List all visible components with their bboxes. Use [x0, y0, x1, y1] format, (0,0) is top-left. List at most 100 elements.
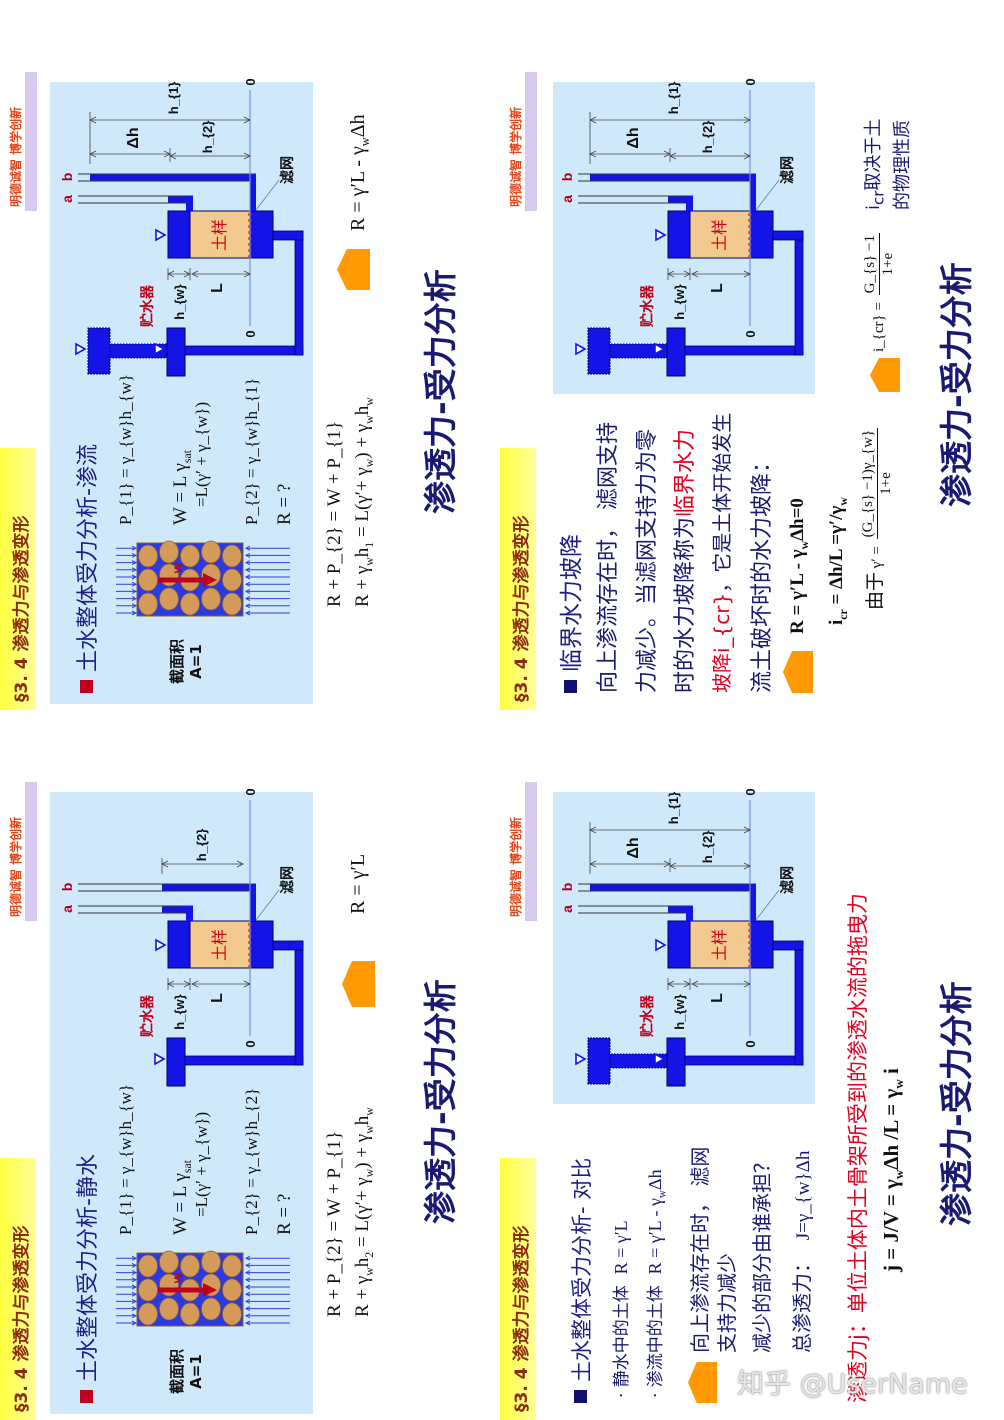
l-dimension-arrow-icon: [191, 270, 199, 278]
big-title: 渗透力-受力分析: [421, 979, 460, 1224]
weight-label: W: [173, 1272, 185, 1283]
arrowhead-icon: [244, 1291, 251, 1297]
filter-leader-line: [755, 889, 780, 921]
soil-particle: [222, 1278, 242, 1302]
piezometer-b-label: b: [59, 883, 75, 892]
hw-dimension-arrow-icon: [667, 270, 675, 278]
water-level-triangle-icon: [75, 342, 87, 356]
datum-label-right: 0: [743, 788, 758, 795]
soil-particle: [138, 1302, 158, 1326]
slide-seepage-analysis: §3. 4 渗透力与渗透变形 明德诚智 博学创新 土水整体受力分析-渗流 截面积…: [0, 0, 500, 710]
h1-dimension-arrow-icon: [89, 116, 97, 124]
h2-label: h_{2}: [194, 829, 209, 862]
slide-hydrostatic-analysis: §3. 4 渗透力与渗透变形 明德诚智 博学创新 土水整体受力分析-静水 截面积…: [0, 710, 500, 1420]
piezometer-a-connector: [186, 196, 193, 211]
upper-reservoir: [87, 327, 111, 375]
soil-particle: [180, 592, 200, 616]
piezometer-b-connector: [250, 884, 256, 921]
supply-pipe: [772, 230, 804, 241]
arrowhead-icon: [131, 1277, 138, 1283]
soil-particle: [138, 544, 158, 568]
arrowhead-icon: [131, 560, 138, 566]
reservoir-label: 贮水器: [139, 994, 155, 1038]
hw-dimension-arrow-icon: [683, 980, 691, 988]
soil-sample-label: 土样: [211, 219, 229, 251]
hw-label: h_{w}: [172, 284, 187, 319]
soil-particle: [222, 1302, 242, 1326]
datum-label-right: 0: [743, 78, 758, 85]
upper-reservoir: [587, 1037, 611, 1085]
piezometer-a-label: a: [59, 195, 75, 203]
arrowhead-icon: [244, 596, 251, 602]
supply-pipe: [184, 1055, 304, 1066]
l-dimension-arrow-icon: [691, 980, 699, 988]
dh-label: Δh: [625, 837, 642, 858]
dh-dimension-arrow-icon: [663, 860, 671, 868]
dh-dimension-arrow-icon: [589, 860, 597, 868]
arrowhead-icon: [131, 1255, 138, 1261]
water-level-triangle-icon: [575, 1052, 587, 1066]
hw-dimension-arrow-icon: [167, 980, 175, 988]
arrowhead-icon: [131, 1291, 138, 1297]
h2-label: h_{2}: [700, 121, 715, 154]
h2-dimension-arrow-icon: [161, 860, 169, 868]
soil-particle: [222, 544, 242, 568]
soil-element-figure: W: [116, 540, 290, 617]
soil-particle: [138, 568, 158, 592]
l-dimension-arrow-icon: [243, 270, 251, 278]
arrowhead-icon: [244, 1320, 251, 1326]
piezometer-b-label: b: [559, 173, 575, 182]
piezometer-b-water: [590, 174, 756, 181]
h1-dimension-arrow-icon: [589, 826, 597, 834]
piezometer-a-label: a: [59, 905, 75, 913]
filter-label: 滤网: [279, 866, 295, 894]
hw-dimension-arrow-icon: [667, 980, 675, 988]
hw-dimension-arrow-icon: [183, 980, 191, 988]
supply-pipe: [684, 1055, 804, 1066]
arrowhead-icon: [244, 588, 251, 594]
h1-label: h_{1}: [666, 82, 681, 115]
water-level-triangle-icon: [654, 342, 666, 356]
dh-dimension-arrow-icon: [663, 150, 671, 158]
soil-particle: [159, 1250, 179, 1274]
eq-sum2: R + γwh1 = L(γ′+ γw) + γwhw: [352, 397, 376, 607]
arrowhead-icon: [131, 567, 138, 573]
arrowhead-icon: [244, 545, 251, 551]
h2-dimension-arrow-icon: [669, 152, 677, 160]
soil-element-figure: W: [116, 1250, 290, 1327]
hw-dimension-arrow-icon: [683, 270, 691, 278]
h1-label: h_{1}: [166, 82, 181, 115]
arrowhead-icon: [131, 603, 138, 609]
piezometer-b-label: b: [59, 173, 75, 182]
soil-particle: [222, 568, 242, 592]
datum-label-right: 0: [243, 78, 258, 85]
dh-label: Δh: [125, 127, 142, 148]
soil-particle: [159, 540, 179, 564]
piezometer-b-water: [90, 174, 256, 181]
arrowhead-icon: [131, 1298, 138, 1304]
l-label: L: [709, 283, 726, 293]
dh-label: Δh: [625, 127, 642, 148]
slide-comparison: §3. 4 渗透力与渗透变形 明德诚智 博学创新 土水整体受力分析- 对比 · …: [500, 710, 1000, 1420]
h1-dimension-arrow-icon: [243, 116, 251, 124]
weight-label: W: [173, 562, 185, 573]
h2-dimension-arrow-icon: [243, 152, 251, 160]
piezometer-b-connector: [250, 174, 256, 211]
piezometer-b-connector: [750, 884, 756, 921]
piezometer-b-connector: [750, 174, 756, 211]
piezometer-a-water: [162, 906, 193, 913]
soil-sample-label: 土样: [211, 929, 229, 961]
datum-label-right: 0: [243, 788, 258, 795]
arrowhead-icon: [131, 1262, 138, 1268]
piezometer-a-connector: [186, 906, 193, 921]
arrowhead-icon: [244, 1277, 251, 1283]
supply-pipe: [184, 345, 304, 356]
dh-dimension-arrow-icon: [89, 150, 97, 158]
supply-pipe: [794, 940, 804, 1066]
datum-label-left: 0: [743, 1040, 758, 1047]
datum-label-left: 0: [243, 1040, 258, 1047]
arrowhead-icon: [244, 567, 251, 573]
